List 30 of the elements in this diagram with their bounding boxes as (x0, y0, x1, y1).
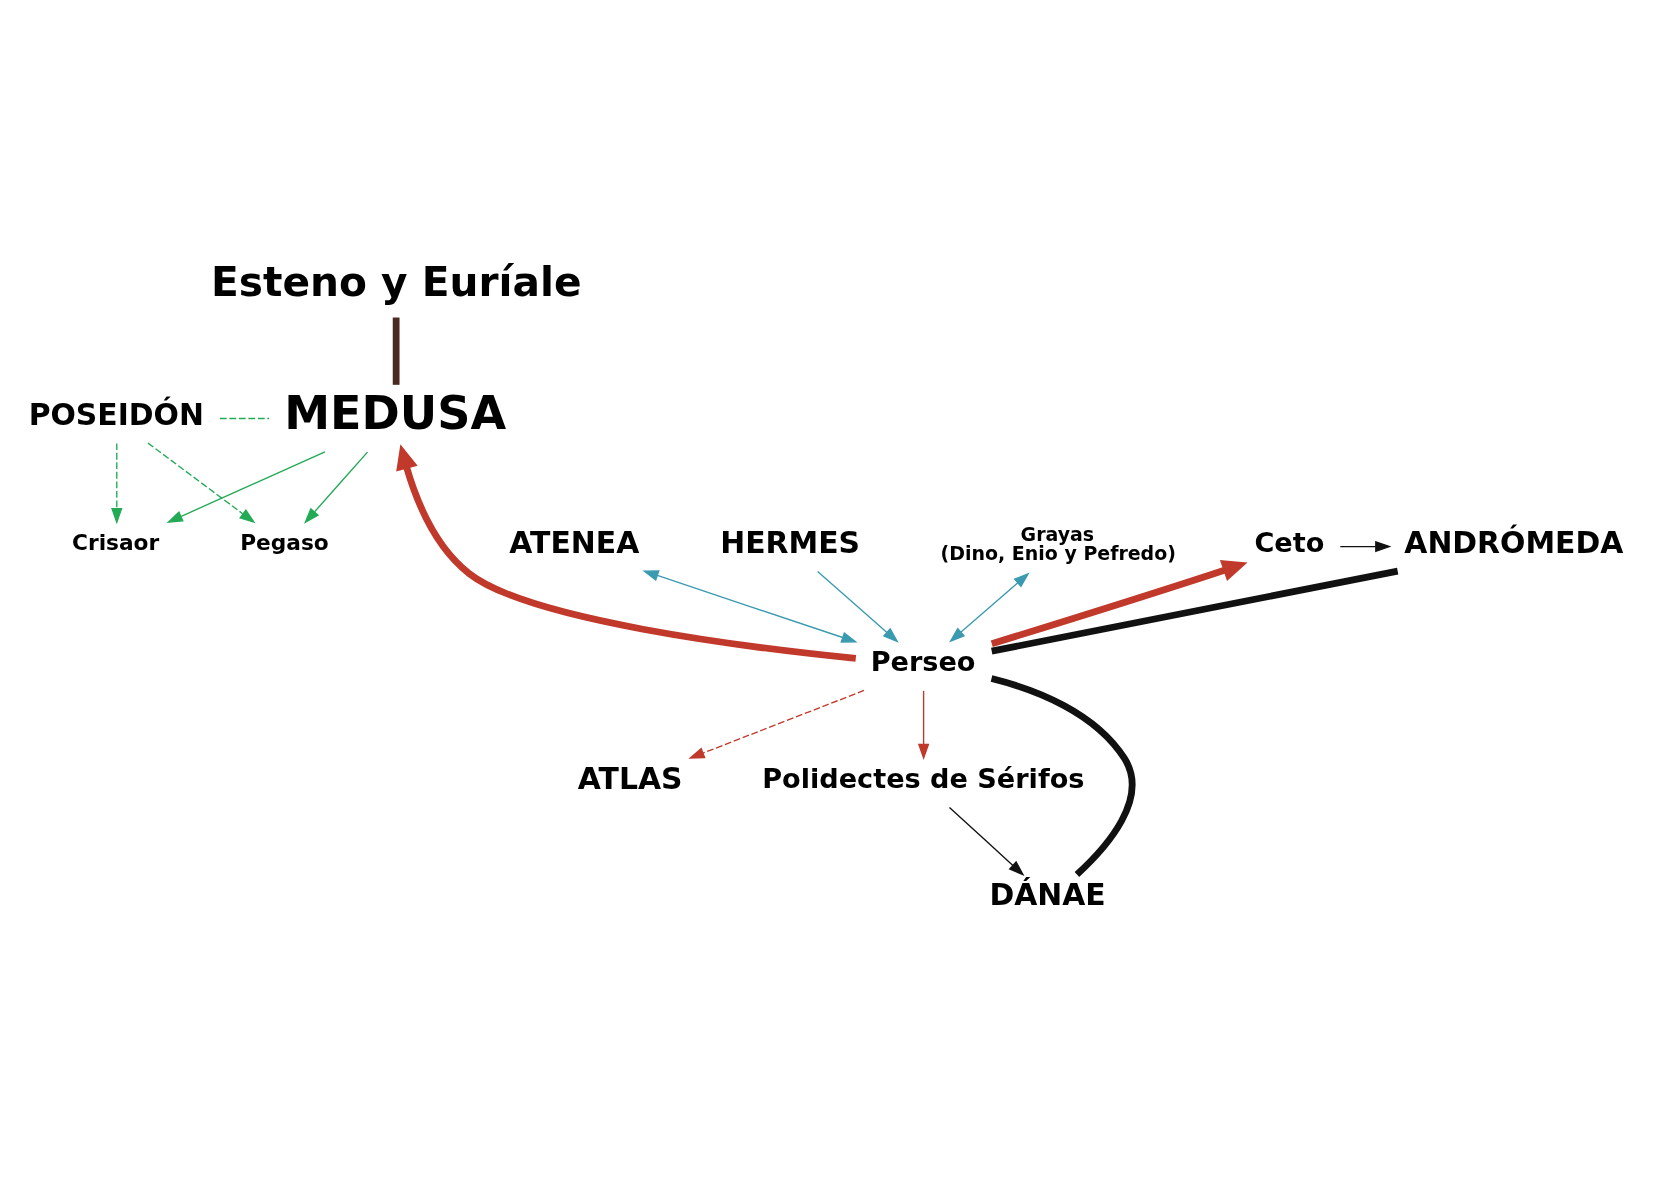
node-text: Pegaso (240, 529, 329, 555)
node-text: Crisaor (72, 529, 160, 555)
node-text: ANDRÓMEDA (1404, 524, 1624, 560)
arrow (816, 570, 899, 643)
node-text: Perseo (870, 645, 976, 677)
node-text: DÁNAE (989, 876, 1106, 912)
arrow (990, 559, 1248, 647)
connector (991, 567, 1399, 654)
node-text: MEDUSA (284, 385, 507, 440)
arrow (111, 442, 123, 524)
node-text: Polidectes de Sérifos (762, 762, 1085, 794)
arrow (396, 443, 857, 662)
arrow (688, 689, 865, 759)
node-text: Grayas (Dino, Enio y Pefredo) (940, 522, 1176, 564)
node-text: HERMES (720, 524, 861, 560)
node-text: ATLAS (577, 760, 683, 796)
node-text: ATENEA (509, 524, 640, 560)
arrow (1339, 540, 1392, 552)
arrow (642, 569, 858, 643)
node-text: Ceto (1254, 526, 1325, 558)
arrow (948, 806, 1025, 876)
arrow (166, 450, 326, 523)
arrow (949, 572, 1030, 642)
connector (990, 674, 1136, 877)
connector (219, 417, 270, 419)
node-text: POSEIDÓN (28, 396, 204, 432)
arrow (917, 689, 930, 760)
node-text: Esteno y Euríale (211, 257, 582, 306)
arrow (147, 441, 256, 523)
arrow (304, 450, 369, 524)
